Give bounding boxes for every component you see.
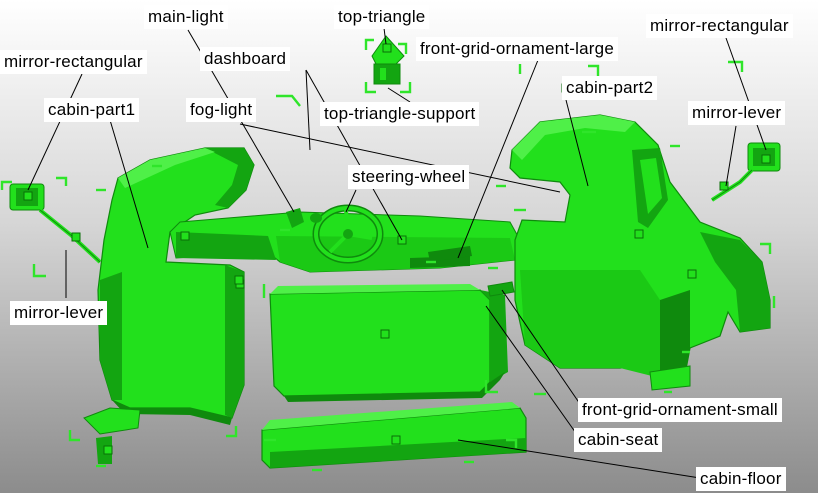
leader-mirror-rectangular-right <box>725 37 767 151</box>
cabin-seat[interactable] <box>269 284 508 402</box>
leader-mirror-rectangular-left <box>27 73 83 191</box>
leader-cabin-seat <box>485 305 579 437</box>
label-mirror-rectangular-right[interactable]: mirror-rectangular <box>646 14 793 38</box>
cabin-part2[interactable] <box>509 114 771 381</box>
leader-cabin-floor <box>457 439 701 479</box>
pivot-markers <box>23 43 771 455</box>
leader-mirror-lever-right <box>725 125 737 187</box>
cabin-part1[interactable] <box>97 147 255 425</box>
leader-top-triangle <box>383 27 387 45</box>
leader-front-grid-ornament-large <box>457 59 539 259</box>
fog-light[interactable] <box>310 213 322 223</box>
leader-dashboard <box>305 69 311 151</box>
label-main-light[interactable]: main-light <box>144 5 228 29</box>
label-mirror-lever-right[interactable]: mirror-lever <box>688 101 786 125</box>
label-cabin-floor[interactable]: cabin-floor <box>696 467 786 491</box>
mirror-lever-left[interactable] <box>38 208 102 264</box>
label-top-triangle[interactable]: top-triangle <box>334 5 430 29</box>
leader-steering-wheel <box>345 189 357 213</box>
label-dashboard[interactable]: dashboard <box>200 47 291 71</box>
model-parts <box>0 35 781 472</box>
leader-cabin-part2 <box>565 99 589 187</box>
leader-fog-light <box>239 123 561 193</box>
leader-cabin-part1 <box>109 119 149 249</box>
leader-lines <box>27 27 767 479</box>
label-cabin-seat[interactable]: cabin-seat <box>574 428 663 452</box>
label-steering-wheel[interactable]: steering-wheel <box>348 165 470 189</box>
label-fog-light[interactable]: fog-light <box>186 98 257 122</box>
leader-dashboard-2 <box>305 69 403 241</box>
label-cabin-part2[interactable]: cabin-part2 <box>562 76 658 100</box>
label-front-grid-ornament-small[interactable]: front-grid-ornament-small <box>578 398 782 422</box>
label-front-grid-ornament-large[interactable]: front-grid-ornament-large <box>416 37 618 61</box>
front-grid-ornament-small[interactable] <box>487 281 515 297</box>
label-mirror-lever-left[interactable]: mirror-lever <box>10 301 108 325</box>
main-light[interactable] <box>286 208 304 228</box>
top-triangle-support[interactable] <box>373 63 401 85</box>
label-top-triangle-support[interactable]: top-triangle-support <box>320 102 480 126</box>
mirror-lever-right[interactable] <box>710 168 754 202</box>
leader-front-grid-ornament-small <box>501 289 581 405</box>
label-mirror-rectangular-left[interactable]: mirror-rectangular <box>0 50 147 74</box>
cabin-floor[interactable] <box>261 402 527 469</box>
cabin-step-parts[interactable] <box>83 365 691 464</box>
leader-top-triangle-support <box>387 87 411 103</box>
label-cabin-part1[interactable]: cabin-part1 <box>44 98 140 122</box>
